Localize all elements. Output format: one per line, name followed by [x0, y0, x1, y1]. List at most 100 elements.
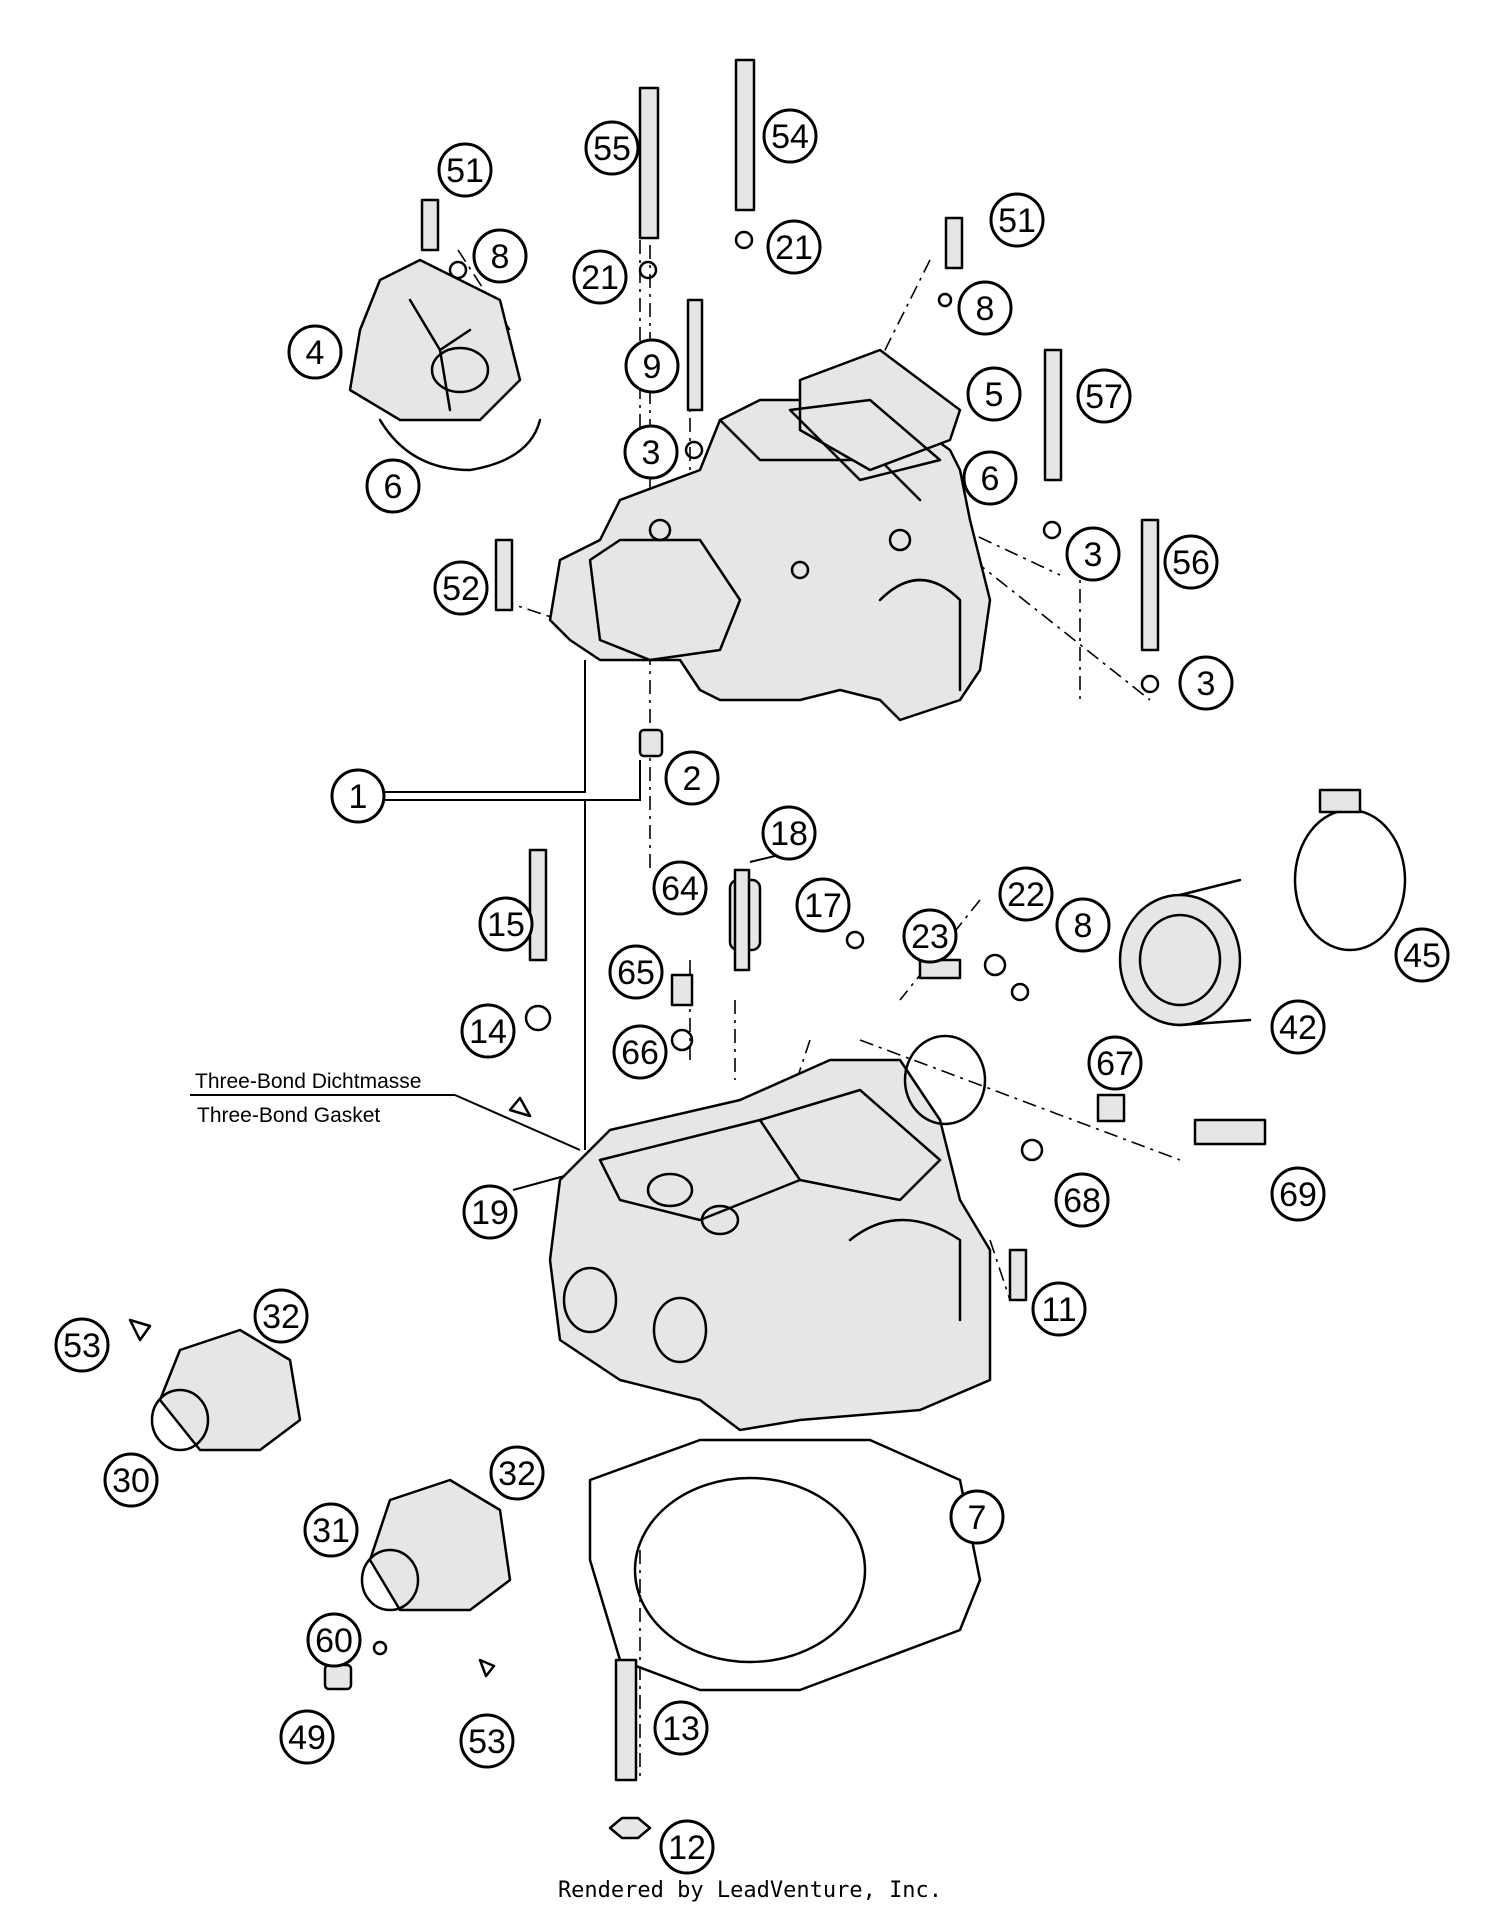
callout-number: 8 [976, 290, 995, 328]
callout-number: 3 [1197, 665, 1216, 703]
callout-21: 21 [572, 249, 628, 305]
callout-number: 21 [775, 229, 813, 267]
callout-14: 14 [460, 1003, 516, 1059]
callout-number: 31 [312, 1512, 350, 1550]
callout-circle [287, 324, 343, 380]
callout-23: 23 [902, 908, 958, 964]
callout-circle [623, 424, 679, 480]
callout-8: 8 [1055, 897, 1111, 953]
callout-circle [54, 1317, 110, 1373]
callout-18: 18 [761, 805, 817, 861]
callout-number: 60 [315, 1622, 353, 1660]
callout-54: 54 [762, 108, 818, 164]
callout-circle [761, 805, 817, 861]
callout-circle [962, 450, 1018, 506]
callout-circle [1163, 534, 1219, 590]
callout-circle [762, 108, 818, 164]
callout-65: 65 [608, 944, 664, 1000]
callout-circle [330, 768, 386, 824]
callout-number: 23 [911, 918, 949, 956]
intake-boot-and-clamp [1118, 788, 1407, 1027]
cylinder-head [548, 1034, 992, 1432]
callout-number: 13 [662, 1710, 700, 1748]
callout-13: 13 [653, 1700, 709, 1756]
callout-12: 12 [659, 1819, 715, 1875]
callout-number: 15 [487, 906, 525, 944]
callout-circle [1055, 897, 1111, 953]
sealant-note: Three-Bond Dichtmasse Three-Bond Gasket [195, 1070, 421, 1127]
callout-number: 69 [1279, 1176, 1317, 1214]
callout-circle [624, 338, 680, 394]
callout-number: 54 [771, 118, 809, 156]
callout-number: 45 [1403, 937, 1441, 975]
callout-32: 32 [489, 1445, 545, 1501]
callout-number: 56 [1172, 544, 1210, 582]
callout-8: 8 [472, 228, 528, 284]
callout-number: 51 [998, 202, 1036, 240]
callout-3: 3 [1065, 526, 1121, 582]
callout-64: 64 [652, 860, 708, 916]
callout-56: 56 [1163, 534, 1219, 590]
head-gasket [588, 1438, 982, 1692]
callout-circle [957, 280, 1013, 336]
callout-21: 21 [766, 219, 822, 275]
callout-circle [902, 908, 958, 964]
callout-2: 2 [664, 750, 720, 806]
callout-69: 69 [1270, 1166, 1326, 1222]
callout-49: 49 [279, 1709, 335, 1765]
callout-circle [472, 228, 528, 284]
callout-32: 32 [253, 1288, 309, 1344]
callout-circle [584, 120, 640, 176]
callout-number: 32 [498, 1455, 536, 1493]
callout-number: 8 [491, 238, 510, 276]
callout-57: 57 [1076, 368, 1132, 424]
callout-number: 55 [593, 130, 631, 168]
callout-circle [489, 1445, 545, 1501]
callout-circle [365, 458, 421, 514]
callout-number: 68 [1063, 1182, 1101, 1220]
callout-11: 11 [1031, 1281, 1087, 1337]
callout-number: 66 [621, 1034, 659, 1072]
callout-3: 3 [1178, 655, 1234, 711]
callout-circle [1270, 999, 1326, 1055]
callout-circle [966, 366, 1022, 422]
small-fittings [508, 848, 1267, 1302]
callout-circle [766, 219, 822, 275]
callout-number: 49 [288, 1719, 326, 1757]
callout-53: 53 [459, 1713, 515, 1769]
callout-number: 64 [661, 870, 699, 908]
callout-17: 17 [795, 877, 851, 933]
callout-51: 51 [989, 192, 1045, 248]
callout-number: 65 [617, 954, 655, 992]
callout-number: 14 [469, 1013, 507, 1051]
callout-66: 66 [612, 1024, 668, 1080]
callout-number: 1 [349, 778, 368, 816]
intake-manifolds [128, 1318, 512, 1691]
callout-number: 7 [968, 1499, 987, 1537]
callout-68: 68 [1054, 1172, 1110, 1228]
render-credit: Rendered by LeadVenture, Inc. [557, 1878, 943, 1903]
callout-42: 42 [1270, 999, 1326, 1055]
callout-3: 3 [623, 424, 679, 480]
callout-circle [460, 1003, 516, 1059]
callout-22: 22 [998, 866, 1054, 922]
note-line-2: Three-Bond Gasket [197, 1104, 380, 1127]
bolts-upper [420, 58, 1160, 758]
callout-1: 1 [330, 768, 386, 824]
callout-52: 52 [433, 560, 489, 616]
callout-51: 51 [437, 142, 493, 198]
callout-circle [462, 1184, 518, 1240]
callout-circle [998, 866, 1054, 922]
callout-number: 51 [446, 152, 484, 190]
callout-circle [1065, 526, 1121, 582]
callout-31: 31 [303, 1502, 359, 1558]
callout-number: 12 [668, 1829, 706, 1867]
cover-plate-right [788, 348, 962, 482]
callout-67: 67 [1087, 1035, 1143, 1091]
callout-number: 18 [770, 815, 808, 853]
callout-6: 6 [365, 458, 421, 514]
callout-number: 42 [1279, 1009, 1317, 1047]
callout-circle [1178, 655, 1234, 711]
